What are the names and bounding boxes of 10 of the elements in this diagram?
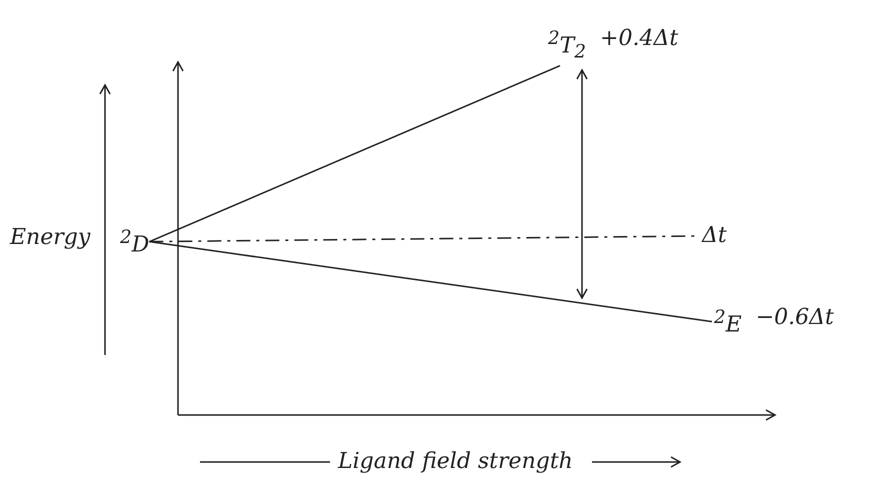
energy-value: −0.6Δt (756, 305, 834, 331)
energy-line (149, 65, 560, 242)
energy-value: +0.4Δt (600, 26, 678, 52)
axis-label: Energy (10, 225, 90, 251)
axis-label: Ligand field strength (338, 449, 573, 475)
term-label: $^{2}$T$_{2}$ (548, 26, 586, 66)
term-label: Δt (702, 223, 727, 249)
term-label: $^{2}$E (714, 305, 742, 338)
term-label: $^{2}$D (120, 225, 150, 258)
energy-line (149, 240, 712, 322)
